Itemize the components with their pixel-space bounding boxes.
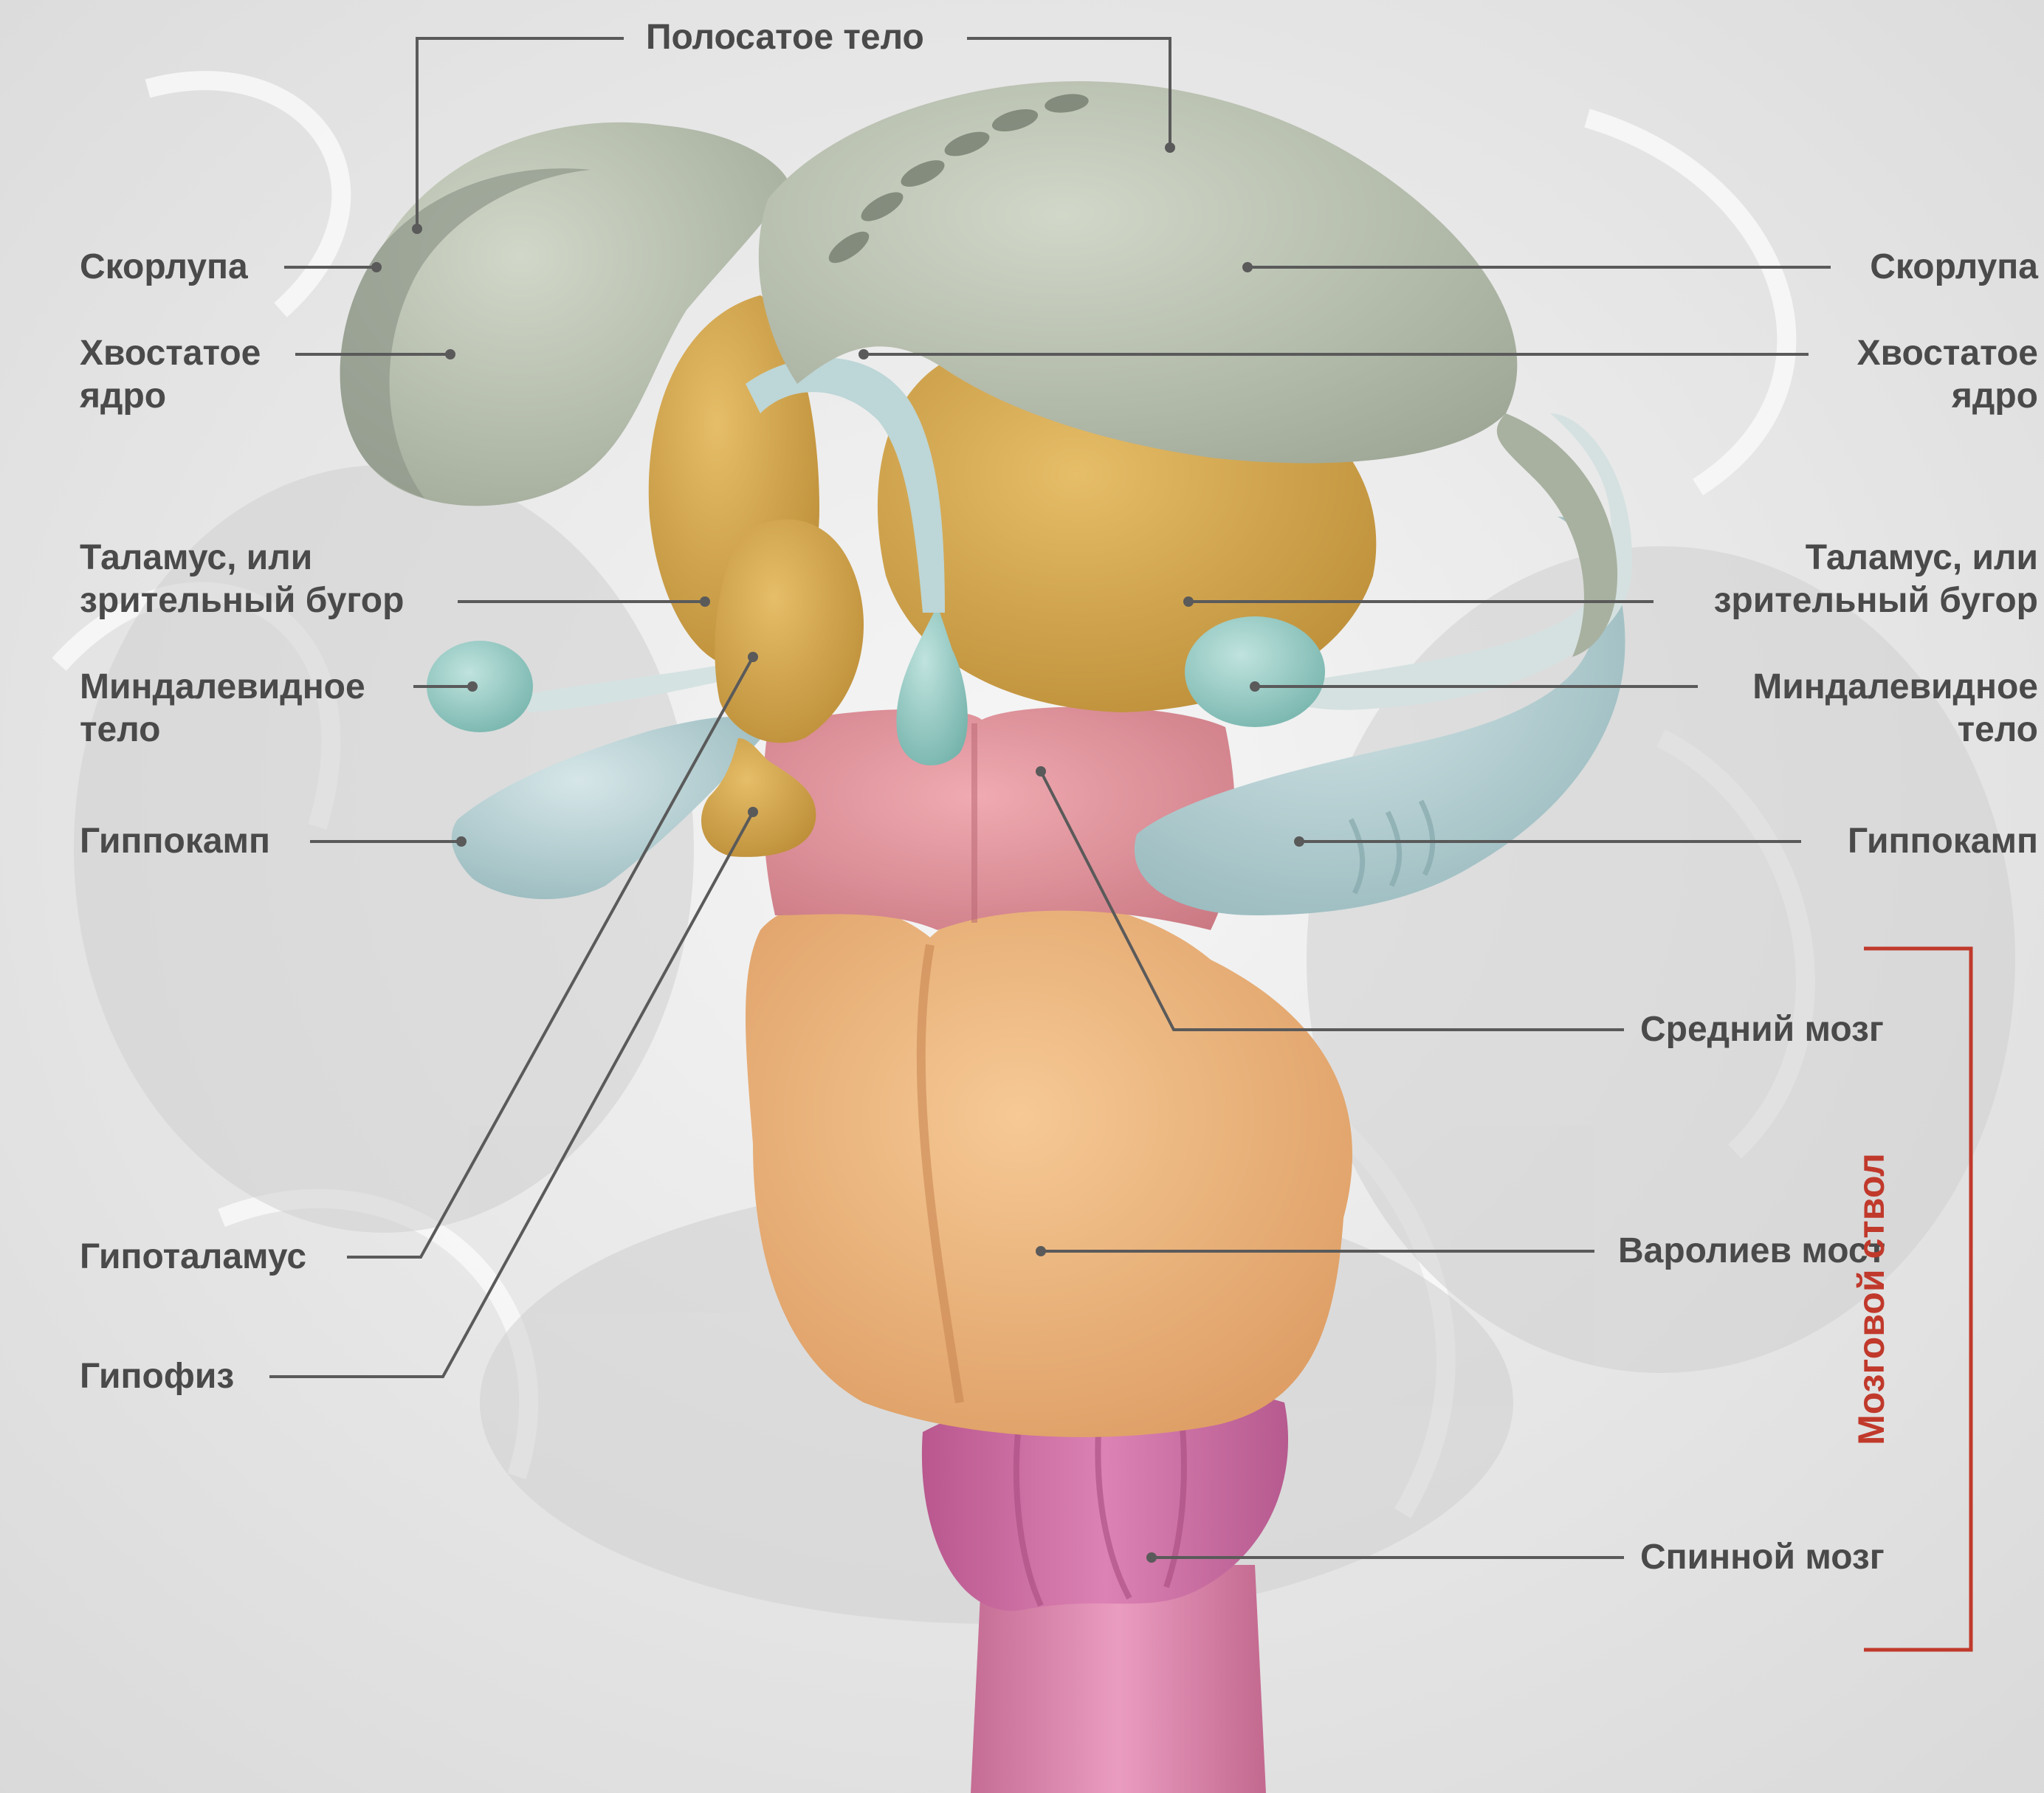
label-brain-stem: Мозговой ствол bbox=[1849, 1152, 1893, 1447]
amygdala-right-shape bbox=[1185, 616, 1325, 727]
label-pons: Варолиев мост bbox=[1618, 1230, 1885, 1273]
label-hippocampus-left: Гиппокамп bbox=[80, 820, 270, 863]
label-hippocampus-left-text: Гиппокамп bbox=[80, 820, 270, 863]
label-caudate-left-line2: ядро bbox=[80, 375, 261, 418]
label-hypothalamus: Гипоталамус bbox=[80, 1236, 306, 1278]
label-striatum: Полосатое тело bbox=[646, 16, 924, 59]
label-caudate-right-line2: ядро bbox=[1857, 375, 2038, 418]
label-hippocampus-right-text: Гиппокамп bbox=[1848, 820, 2038, 863]
label-amygdala-left: Миндалевидное тело bbox=[80, 666, 365, 751]
label-putamen-left: Скорлупа bbox=[80, 246, 248, 289]
label-spinal-cord: Спинной мозг bbox=[1640, 1536, 1885, 1579]
label-caudate-left: Хвостатое ядро bbox=[80, 332, 261, 418]
label-amygdala-right-line1: Миндалевидное bbox=[1752, 666, 2038, 709]
label-pituitary-text: Гипофиз bbox=[80, 1355, 234, 1398]
label-caudate-right-line1: Хвостатое bbox=[1857, 332, 2038, 375]
label-thalamus-left-line1: Таламус, или bbox=[80, 537, 404, 579]
label-amygdala-right-line2: тело bbox=[1752, 709, 2038, 751]
label-thalamus-right-line1: Таламус, или bbox=[1714, 537, 2038, 579]
label-amygdala-left-line2: тело bbox=[80, 709, 365, 751]
label-spinal-cord-text: Спинной мозг bbox=[1640, 1536, 1885, 1579]
label-midbrain-text: Средний мозг bbox=[1640, 1008, 1884, 1051]
label-putamen-right: Скорлупа bbox=[1870, 246, 2038, 289]
label-hippocampus-right: Гиппокамп bbox=[1848, 820, 2038, 863]
label-thalamus-right: Таламус, или зрительный бугор bbox=[1714, 537, 2038, 622]
label-caudate-left-line1: Хвостатое bbox=[80, 332, 261, 375]
label-midbrain: Средний мозг bbox=[1640, 1008, 1884, 1051]
label-pituitary: Гипофиз bbox=[80, 1355, 234, 1398]
label-hypothalamus-text: Гипоталамус bbox=[80, 1236, 306, 1278]
label-amygdala-left-line1: Миндалевидное bbox=[80, 666, 365, 709]
label-pons-text: Варолиев мост bbox=[1618, 1230, 1885, 1273]
label-caudate-right: Хвостатое ядро bbox=[1857, 332, 2038, 418]
label-putamen-right-text: Скорлупа bbox=[1870, 246, 2038, 289]
label-striatum-text: Полосатое тело bbox=[646, 16, 924, 59]
label-amygdala-right: Миндалевидное тело bbox=[1752, 666, 2038, 751]
label-putamen-left-text: Скорлупа bbox=[80, 246, 248, 289]
label-thalamus-right-line2: зрительный бугор bbox=[1714, 579, 2038, 622]
label-thalamus-left: Таламус, или зрительный бугор bbox=[80, 537, 404, 622]
label-thalamus-left-line2: зрительный бугор bbox=[80, 579, 404, 622]
